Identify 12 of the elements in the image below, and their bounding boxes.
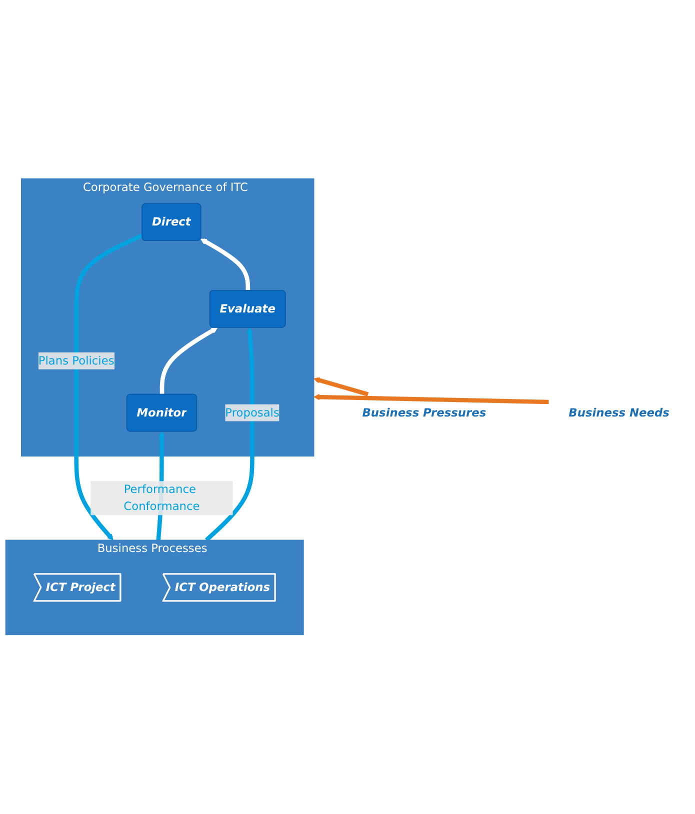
- edge-label: Performance Conformance: [124, 482, 200, 514]
- node-text: Business Needs: [568, 406, 670, 420]
- edge-label: Proposals: [225, 406, 280, 420]
- cluster: [5, 540, 304, 636]
- node-text: Business Pressures: [362, 406, 486, 420]
- cluster: [20, 178, 314, 457]
- edge-label: Plans Policies: [38, 354, 114, 368]
- arrow: [200, 238, 250, 292]
- arrow: [74, 234, 143, 541]
- arrow: [314, 394, 549, 404]
- arrow: [314, 378, 369, 397]
- arrow: [204, 327, 254, 542]
